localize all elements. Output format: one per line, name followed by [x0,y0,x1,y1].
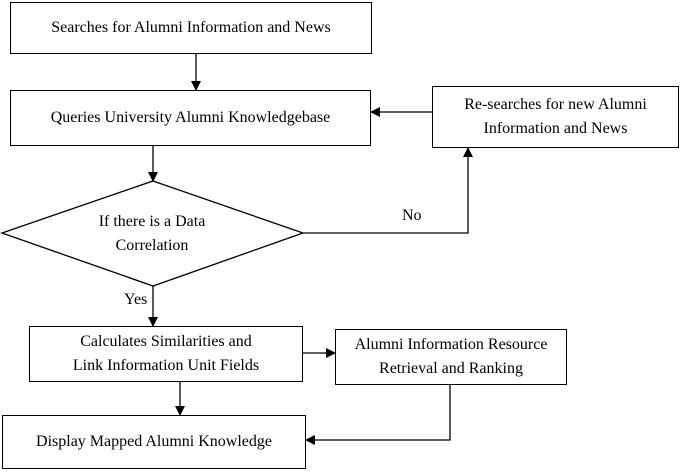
node-calculate-similarities: Calculates Similarities and Link Informa… [29,326,303,382]
node-research-alumni-info: Re-searches for new Alumni Information a… [432,86,679,148]
edge-label-yes: Yes [124,291,148,308]
node-query-knowledgebase: Queries University Alumni Knowledgebase [10,90,371,146]
arrow-decision-no-to-research [303,147,473,234]
node-query-knowledgebase-text: Queries University Alumni Knowledgebase [50,109,331,126]
arrow-retrieval-to-display [305,385,451,445]
node-search-alumni-info-text: Searches for Alumni Information and News [51,19,331,36]
node-research-alumni-info-text: Re-searches for new Alumni Information a… [464,96,647,137]
decision-text: If there is a Data Correlation [98,213,206,254]
node-search-alumni-info: Searches for Alumni Information and News [10,2,372,54]
node-calculate-similarities-text: Calculates Similarities and Link Informa… [72,333,260,374]
node-display-knowledge: Display Mapped Alumni Knowledge [2,415,306,469]
edge-label-no: No [402,207,422,224]
node-resource-retrieval-text: Alumni Information Resource Retrieval an… [354,336,548,377]
node-resource-retrieval: Alumni Information Resource Retrieval an… [335,329,567,385]
node-display-knowledge-text: Display Mapped Alumni Knowledge [36,433,272,450]
